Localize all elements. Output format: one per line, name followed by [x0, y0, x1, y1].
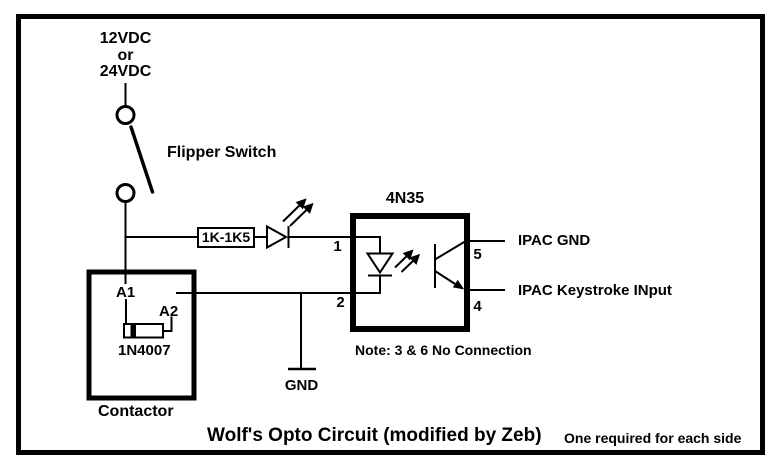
flipper-switch-label: Flipper Switch [167, 144, 277, 161]
switch-lever-icon [129, 125, 155, 194]
gnd-label: GND [284, 377, 319, 394]
contactor-label: Contactor [98, 403, 174, 420]
resistor-value-label: 1K-1K5 [201, 229, 251, 245]
switch-terminal-top-icon [115, 105, 136, 125]
power-line-2: or [117, 46, 134, 64]
switch-terminal-bottom-icon [115, 183, 136, 203]
opto-pin5-label: 5 [473, 246, 482, 263]
opto-pin4-label: 4 [473, 298, 482, 315]
contactor-a2-label: A2 [159, 303, 179, 320]
power-line-1: 12VDC [99, 30, 152, 47]
opto-internal-led-icon [356, 236, 421, 294]
contactor-a1-label: A1 [116, 284, 136, 301]
optocoupler-box [350, 213, 470, 332]
led-icon [266, 198, 314, 250]
power-source-label: 12VDC or 24VDC [83, 30, 168, 81]
opto-pin1-label: 1 [333, 238, 342, 255]
ipac-gnd-label: IPAC GND [518, 232, 591, 249]
opto-part-label: 4N35 [385, 190, 425, 207]
ipac-keystroke-label: IPAC Keystroke INput [518, 282, 672, 299]
opto-phototransistor-icon [434, 240, 466, 290]
diagram-subtitle: One required for each side [564, 430, 742, 446]
diode-icon [123, 299, 173, 339]
opto-pin2-label: 2 [336, 294, 345, 311]
opto-note-label: Note: 3 & 6 No Connection [355, 342, 532, 358]
diagram-title: Wolf's Opto Circuit (modified by Zeb) [207, 425, 542, 446]
power-line-3: 24VDC [99, 63, 152, 80]
diode-part-label: 1N4007 [118, 342, 171, 359]
resistor-box [197, 227, 255, 248]
